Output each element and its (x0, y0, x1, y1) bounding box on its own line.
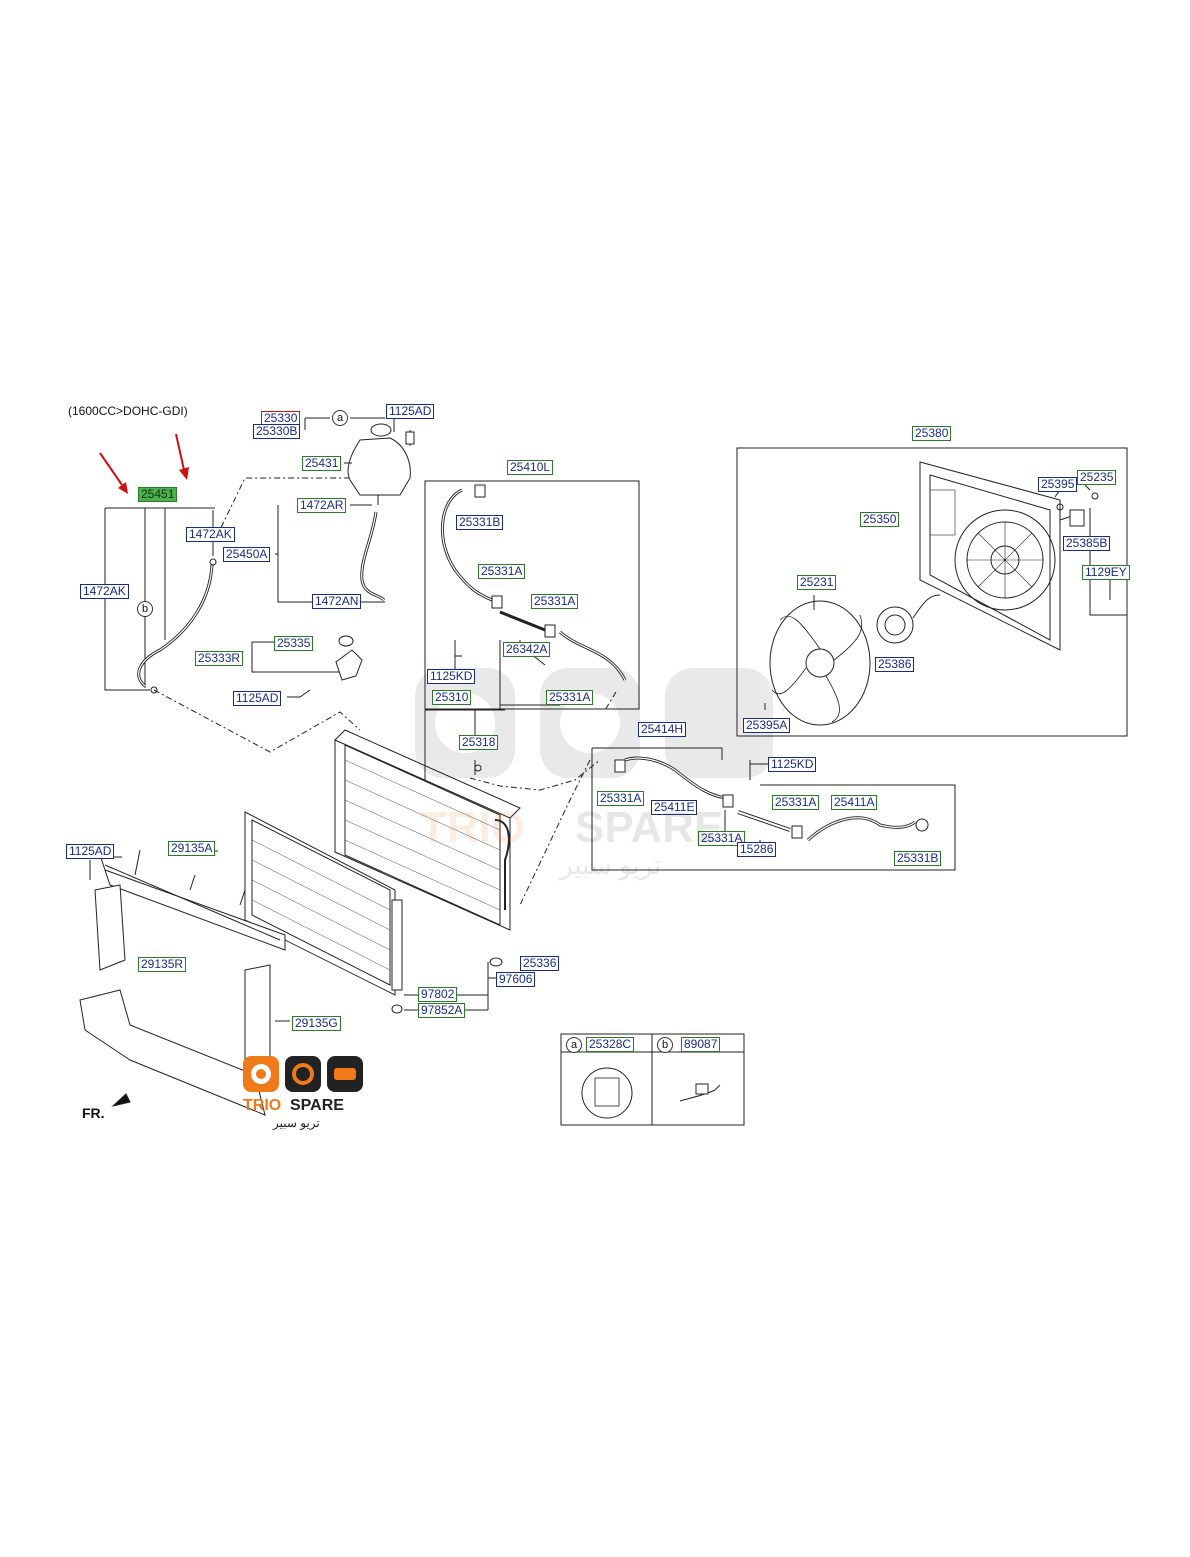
watermark-brand-left: TRIO (420, 803, 526, 852)
part-label-97802[interactable]: 97802 (418, 987, 458, 1002)
part-label-25414H[interactable]: 25414H (638, 722, 687, 737)
engine-spec-heading: (1600CC>DOHC-GDI) (68, 404, 188, 418)
part-label-25411E[interactable]: 25411E (651, 800, 698, 815)
part-label-25335[interactable]: 25335 (274, 636, 314, 651)
part-label-25331A-1[interactable]: 25331A (478, 564, 526, 579)
part-label-29135R[interactable]: 29135R (138, 957, 187, 972)
part-label-25333R[interactable]: 25333R (195, 651, 244, 666)
part-label-25385B[interactable]: 25385B (1063, 536, 1111, 551)
part-label-1125KD-1[interactable]: 1125KD (427, 669, 476, 684)
part-label-25331B-upper[interactable]: 25331B (456, 515, 504, 530)
part-label-25350[interactable]: 25350 (860, 512, 900, 527)
part-label-29135A[interactable]: 29135A (168, 841, 216, 856)
part-label-25331A-6[interactable]: 25331A (698, 831, 746, 846)
part-label-1125AD-left[interactable]: 1125AD (66, 844, 115, 859)
watermark-logo (415, 668, 773, 778)
part-label-25318[interactable]: 25318 (459, 735, 499, 750)
part-label-25395A[interactable]: 25395A (743, 718, 791, 733)
part-label-1472AN[interactable]: 1472AN (312, 594, 362, 609)
trio-spare-logo (243, 1056, 363, 1092)
part-label-1472AR[interactable]: 1472AR (297, 498, 347, 513)
part-label-97852A[interactable]: 97852A (418, 1003, 466, 1018)
part-label-25386[interactable]: 25386 (875, 657, 915, 672)
part-label-15286[interactable]: 15286 (737, 842, 777, 857)
part-label-25451-highlighted[interactable]: 25451 (138, 487, 178, 502)
part-label-1129EY[interactable]: 1129EY (1082, 565, 1130, 580)
part-label-25310[interactable]: 25310 (432, 690, 472, 705)
red-arrows (99, 433, 189, 494)
front-direction-label: FR. (82, 1105, 105, 1121)
logo-brand-right: SPARE (290, 1097, 344, 1114)
part-label-25431[interactable]: 25431 (302, 456, 342, 471)
inset-circle-b: b (657, 1037, 673, 1053)
callout-circle-b: b (137, 601, 153, 617)
watermark-arabic: تريو سبير (560, 850, 662, 880)
part-label-25328C[interactable]: 25328C (586, 1037, 635, 1052)
part-label-25231[interactable]: 25231 (797, 575, 837, 590)
part-label-29135G[interactable]: 29135G (292, 1016, 341, 1031)
part-label-97606[interactable]: 97606 (496, 972, 536, 987)
part-label-1472AK-left[interactable]: 1472AK (80, 584, 129, 599)
part-label-25331A-5[interactable]: 25331A (772, 795, 820, 810)
callout-circle-a: a (332, 410, 348, 426)
part-label-25411A[interactable]: 25411A (831, 795, 878, 810)
logo-arabic: تريو سبير (273, 1116, 320, 1130)
part-label-1125AD-mid[interactable]: 1125AD (233, 691, 282, 706)
logo-brand-left: TRIO (243, 1097, 282, 1114)
part-label-1125AD-top[interactable]: 1125AD (386, 404, 435, 419)
part-label-1472AK-upper[interactable]: 1472AK (186, 527, 235, 542)
part-label-25235[interactable]: 25235 (1077, 470, 1117, 485)
part-label-25450A[interactable]: 25450A (223, 547, 271, 562)
part-label-25410L[interactable]: 25410L (507, 460, 554, 475)
watermark-brand-right: SPARE (575, 803, 724, 852)
part-label-25330[interactable]: 25330 (261, 411, 301, 426)
part-label-25380[interactable]: 25380 (912, 426, 952, 441)
part-label-89087[interactable]: 89087 (681, 1037, 721, 1052)
part-label-25331A-3[interactable]: 25331A (546, 690, 594, 705)
condenser-shape (244, 811, 403, 996)
radiator-shape (334, 729, 521, 931)
part-label-25331A-2[interactable]: 25331A (531, 594, 579, 609)
part-label-25331A-4[interactable]: 25331A (597, 791, 645, 806)
part-label-25330B[interactable]: 25330B (253, 424, 301, 439)
part-label-26342A[interactable]: 26342A (503, 642, 551, 657)
part-label-25336[interactable]: 25336 (520, 956, 560, 971)
inset-circle-a: a (566, 1037, 582, 1053)
part-label-25395[interactable]: 25395 (1038, 477, 1078, 492)
part-label-1125KD-2[interactable]: 1125KD (768, 757, 817, 772)
part-label-25331B-lower[interactable]: 25331B (894, 851, 942, 866)
